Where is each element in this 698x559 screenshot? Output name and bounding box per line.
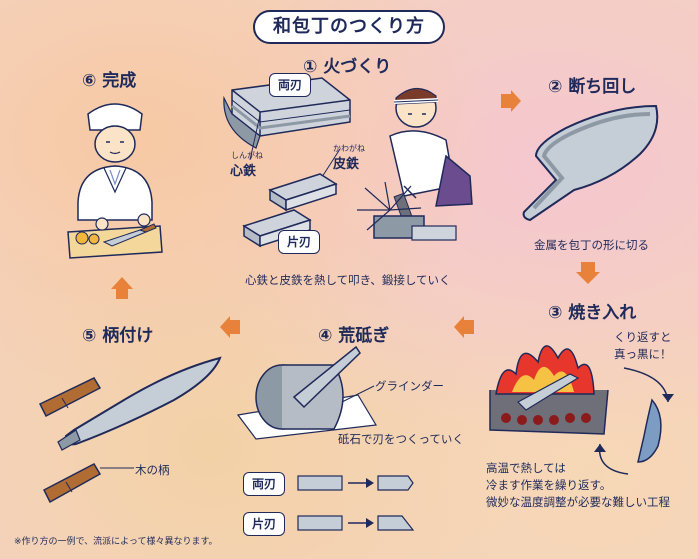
kataba2-label-box: 片刃	[243, 512, 285, 536]
fire-icon	[489, 345, 609, 435]
toishi-description: 砥石で刃をつくっていく	[338, 432, 464, 446]
ryouba-label-box: 両刃	[269, 73, 311, 97]
ryouba-grind-diagram	[297, 475, 414, 491]
wood-handle-label: 木の柄	[135, 463, 170, 477]
steel-block-ryouba-illustration	[223, 77, 351, 149]
knife-assembly-illustration	[38, 356, 222, 504]
blacksmith-illustration	[373, 87, 473, 241]
step-yakiire-heading: ③ 焼き入れ	[548, 303, 637, 323]
tachimawashi-description: 金属を包丁の形に切る	[534, 238, 649, 252]
step-tachimawashi-heading: ② 断ち回し	[548, 77, 637, 97]
shingane-ruby: しんがね	[231, 151, 263, 160]
step-tsukaduke-heading: ⑤ 柄付け	[82, 326, 154, 346]
step-aratogi-heading: ④ 荒砥ぎ	[318, 326, 390, 346]
shingane-label: 心鉄	[230, 164, 257, 179]
arrow-left-icon	[454, 316, 474, 338]
grinder-illustration	[236, 345, 377, 440]
blade-outline-illustration	[522, 104, 659, 222]
arrow-left-icon	[220, 316, 240, 338]
kawagane-ruby: かわがね	[333, 144, 365, 153]
arrow-down-icon	[576, 262, 600, 284]
kataba-label-box: 片刃	[278, 230, 320, 254]
leader-lines	[249, 114, 341, 178]
arrow-right-icon	[501, 90, 521, 112]
page-title: 和包丁のつくり方	[253, 10, 445, 44]
grinder-label: グラインダー	[375, 379, 444, 393]
kataba-grind-diagram	[297, 515, 415, 531]
grinder-leader-line	[341, 385, 375, 403]
yakiire-description-line3: 微妙な温度調整が必要な難しい工程	[486, 495, 670, 509]
arrow-up-icon	[111, 277, 133, 299]
steel-block-kataba-illustration	[242, 173, 338, 248]
kawagane-label: 皮鉄	[333, 157, 360, 172]
kurikaesu-note: くり返すと	[614, 330, 672, 344]
sparks-icon	[357, 181, 422, 231]
hizukuri-description: 心鉄と皮鉄を熱して叩き、鍛接していく	[245, 273, 451, 287]
step-kansei-heading: ⑥ 完成	[82, 71, 137, 91]
yakiire-description-line2: 冷ます作業を繰り返す。	[486, 478, 612, 492]
circular-arrow-icon	[594, 367, 674, 475]
ryouba2-label-box: 両刃	[243, 472, 285, 496]
yakiire-description-line1: 高温で熱しては	[486, 461, 566, 475]
step-hizukuri-heading: ① 火づくり	[303, 57, 392, 77]
footnote: ※作り方の一例で、流派によって様々異なります。	[14, 537, 218, 547]
chef-illustration	[67, 103, 163, 259]
blackened-blade-illustration	[637, 398, 662, 463]
makkuro-note: 真っ黒に！	[614, 347, 672, 361]
